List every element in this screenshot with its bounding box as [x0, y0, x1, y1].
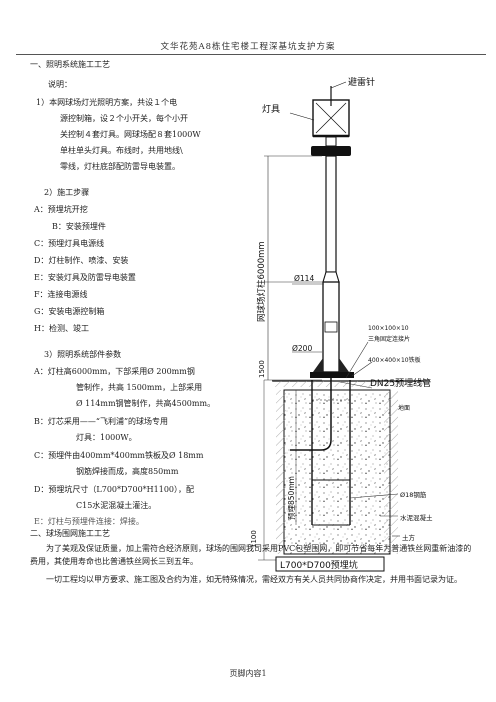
foundation-pit: [283, 389, 391, 555]
param-d-line-1: D：预埋坑尺寸（L700*D700*H1100），配: [34, 485, 195, 494]
param-b-line-2: 灯具：1000W。: [76, 433, 137, 442]
note-line-1: 1）本网球场灯光照明方案，共设１个电: [36, 98, 178, 107]
pole-access-door: [324, 321, 338, 333]
step-h: H：检测、竣工: [34, 324, 89, 333]
label-pole-height: 网球场灯柱6000mm: [257, 241, 267, 322]
note-line-2: 源控制箱，设２个小开关，每个小开: [60, 114, 188, 123]
param-c-line-1: C：预埋件由400mm*400mm铁板及Ø 18mm: [34, 451, 204, 460]
note-line-4: 单柱单头灯具。布线时，共用地线\: [60, 146, 183, 155]
param-a-line-1: A：灯柱高6000mm，下部采用Ø 200mm钢: [34, 367, 195, 376]
step-f: F：连接电源线: [34, 290, 88, 299]
param-e: E：灯柱与预埋件连接：焊接。: [34, 517, 144, 526]
label-plate-1-size: 100×100×10: [368, 325, 409, 332]
params-heading: 3）照明系统部件参数: [44, 350, 122, 359]
steps-heading: 2）施工步骤: [44, 188, 90, 197]
section-2-paragraph-1: 为了美观及保证质量，加上需符合经济原则，球场的围网我司采用PVC包塑围网，即可节…: [30, 544, 472, 566]
step-c: C：预埋灯具电源线: [34, 239, 105, 248]
label-plate-2: 400×400×10铁板: [368, 357, 421, 364]
label-embed-depth: 预埋850mm: [287, 476, 296, 520]
param-a-line-3: Ø 114mm钢管制作，共高4500mm。: [76, 399, 216, 408]
step-d: D：灯柱制作、喷漆、安装: [34, 256, 129, 265]
gusset-left: [313, 358, 323, 372]
section-2-paragraph-2: 一切工程均以甲方要求、施工图及合约为准，如无特殊情况，需经双方有关人员共同协商作…: [46, 575, 462, 584]
label-pit: L700*D700预埋坑: [280, 561, 358, 571]
step-a: A：预埋坑开挖: [34, 205, 88, 214]
page-footer: 页脚内容1: [229, 669, 267, 678]
step-e: E：安装灯具及防雷导电装置: [34, 273, 136, 282]
lamp-leader: [289, 112, 315, 121]
base-plate: [310, 372, 354, 378]
section-1-heading: 一、照明系统施工工艺: [30, 60, 110, 69]
conduit-pipe: [290, 439, 332, 451]
label-lamp: 灯具: [262, 105, 281, 115]
label-dim-1100: 1100: [250, 530, 258, 548]
label-lightning-rod: 避雷针: [348, 78, 376, 88]
label-dim-1500: 1500: [258, 360, 266, 378]
lamp-bracket: [311, 146, 351, 156]
note-line-5: 零线，灯柱底部配防雷导电装置。: [60, 162, 180, 171]
label-concrete: 水泥混凝土: [400, 514, 433, 522]
label-rebar: Ø18钢筋: [400, 491, 427, 499]
lightning-rod-leader: [330, 81, 347, 89]
param-a-line-2: 管制作，共高 1500mm，上部采用: [76, 383, 203, 392]
label-conduit: DN25预埋线管: [370, 379, 432, 389]
label-plate-1-name: 三角固定连接片: [368, 336, 411, 343]
header-rule: [16, 54, 486, 55]
step-b: B：安装预埋件: [52, 222, 106, 231]
page-header-title: 文华花苑A8栋住宅楼工程深基坑支护方案: [160, 42, 336, 52]
note-line-3: 关控制４套灯具。网球场配８套1000W: [60, 130, 201, 139]
param-b-line-1: B：灯芯采用——“飞利浦”的球场专用: [34, 417, 169, 426]
param-d-line-2: C15水泥混凝土灌注。: [76, 501, 157, 510]
param-c-line-2: 钢筋焊接而成，高度850mm: [76, 467, 179, 476]
note-label: 说明：: [48, 80, 72, 89]
step-g: G：安装电源控制箱: [34, 307, 105, 316]
upper-pole: [325, 155, 337, 273]
pit-label-box: [275, 556, 385, 572]
label-pipe-114: Ø114: [294, 274, 315, 283]
gusset-right: [339, 358, 349, 372]
label-soil: 土方: [402, 534, 415, 542]
label-ground: 地面: [398, 405, 411, 412]
label-pipe-200: Ø200: [292, 344, 313, 353]
section-2-heading: 二、球场围网施工工艺: [30, 529, 110, 538]
